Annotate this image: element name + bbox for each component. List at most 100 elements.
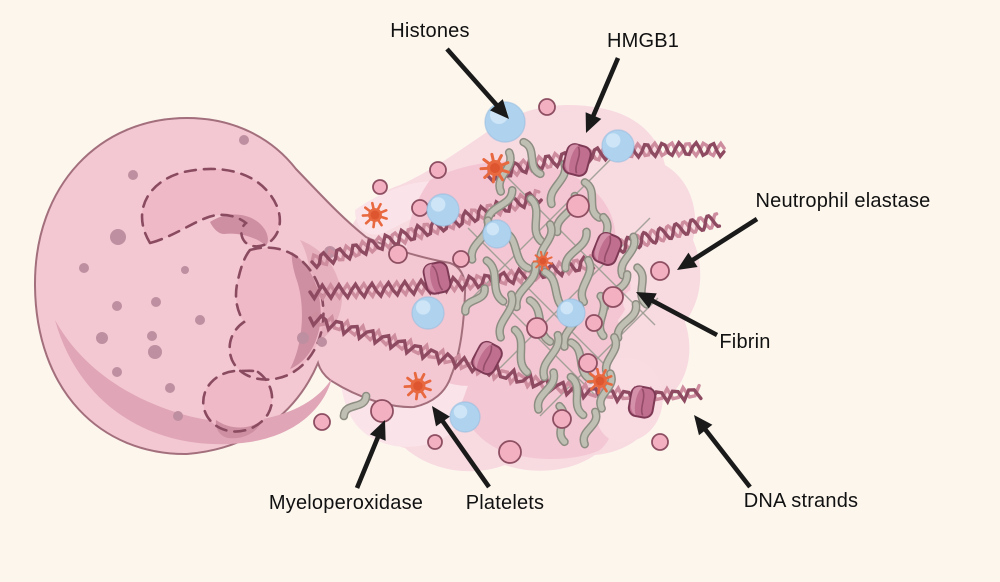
granule: [173, 411, 183, 421]
dna-strand-dark: [308, 254, 596, 302]
fibrin-strand: [561, 227, 591, 273]
nucleus-outline: [140, 167, 282, 248]
hmgb1-groove: [482, 345, 493, 371]
hmgb1-groove: [431, 265, 444, 291]
hmgb1-arrow-shaft: [589, 57, 621, 121]
label-hmgb1: HMGB1: [606, 30, 680, 52]
platelet: [403, 371, 432, 401]
hmgb1-facet: [595, 233, 611, 261]
histone: [482, 219, 512, 249]
enzyme-vesicle: [552, 409, 572, 429]
label-fibrin: Fibrin: [719, 331, 771, 353]
platelet-core: [539, 257, 547, 265]
nucleus-shadow: [290, 252, 321, 369]
enzyme-vesicle: [370, 399, 394, 423]
dna-strand-dark: [486, 139, 726, 184]
fibrin-strand: [579, 407, 601, 449]
granule: [317, 337, 327, 347]
fibrin-strand: [339, 391, 371, 421]
hmgb1-facet: [474, 342, 493, 369]
fibrin-strand-core: [603, 334, 619, 378]
nucleus-shadow: [215, 420, 262, 439]
fibrin-strand-core: [540, 332, 562, 380]
enzyme-vesicle: [427, 434, 443, 450]
dna-strands-group: [308, 139, 726, 406]
histone: [601, 129, 635, 163]
label-neutrophil-elastase: Neutrophil elastase: [755, 190, 931, 212]
myeloperoxidase-arrow-head: [369, 420, 386, 441]
enzyme-vesicle: [585, 314, 603, 332]
enzyme-vesicle: [429, 161, 447, 179]
histone-highlight: [486, 222, 500, 236]
label-platelets: Platelets: [465, 492, 545, 514]
platelet-core: [595, 376, 605, 386]
platelet: [479, 152, 510, 184]
fibrin-strand: [519, 137, 545, 179]
granule: [297, 332, 309, 344]
granule: [147, 331, 157, 341]
granule: [128, 170, 138, 180]
hmgb1-facet: [424, 263, 436, 293]
platelets-arrow-head: [432, 406, 450, 427]
fibrin-arrow-head: [636, 292, 657, 309]
enzyme-vesicle: [578, 353, 598, 373]
neutrophil-cell: [33, 116, 467, 456]
enzyme-vesicle: [566, 194, 590, 218]
mesh-line: [497, 297, 599, 399]
granule: [239, 135, 249, 145]
hmgb1-facet: [565, 144, 579, 173]
histone: [426, 193, 460, 227]
hmgb1-arrow: [585, 57, 621, 133]
enzyme-vesicle: [411, 199, 429, 217]
platelets-arrow: [432, 406, 491, 489]
dna-strands-arrow: [694, 415, 752, 489]
granule: [151, 297, 161, 307]
myeloperoxidase-arrow-shaft: [354, 432, 382, 489]
platelet-core: [490, 163, 500, 173]
hmgb1-molecule: [562, 143, 592, 177]
histone-highlight: [453, 405, 468, 419]
hmgb1-molecule: [627, 385, 657, 419]
fibrin-strand-core: [581, 409, 599, 447]
fibrin-strand-core: [520, 139, 544, 177]
histone: [556, 298, 586, 328]
histone-highlight: [560, 301, 574, 315]
dna-strands-arrow-shaft: [701, 425, 752, 489]
platelet: [532, 250, 553, 272]
nucleus-bottom-lobe: [203, 370, 273, 432]
fibrin-strand: [566, 372, 588, 420]
fibrin-strand-core: [513, 262, 539, 310]
granule: [165, 383, 175, 393]
fibrin-strand-core: [579, 257, 593, 305]
fibrin-strand-core: [568, 374, 586, 418]
fibrin-strand: [539, 330, 563, 382]
histone-highlight: [416, 300, 431, 315]
label-dna-strands: DNA strands: [743, 490, 859, 512]
granule: [112, 367, 122, 377]
fibrin-strand-core: [535, 369, 557, 413]
platelets-arrow-shaft: [438, 416, 491, 489]
granule: [79, 263, 89, 273]
enzyme-vesicle: [526, 317, 548, 339]
platelet-core: [370, 210, 380, 220]
histones-arrow: [445, 47, 509, 119]
fibrin-arrow-shaft: [648, 297, 719, 338]
hmgb1-arrow-head: [585, 112, 602, 133]
fibrin-strand-core: [496, 291, 516, 341]
hmgb1-facet: [630, 386, 643, 416]
fibrin-strand-core: [341, 393, 369, 419]
granule: [148, 345, 162, 359]
platelet-core: [413, 381, 423, 391]
histone-highlight: [431, 197, 446, 212]
platelet: [361, 201, 388, 229]
fibrin-strand-core: [618, 234, 638, 278]
fibrin-strand: [580, 178, 604, 222]
enzyme-vesicle: [313, 413, 331, 431]
histones-arrow-shaft: [445, 47, 501, 110]
hmgb1-molecule: [471, 340, 503, 376]
hmgb1-groove: [575, 146, 581, 174]
histone: [411, 296, 445, 330]
neutrophil-elastase-arrow-shaft: [688, 217, 759, 264]
enzyme-vesicle: [651, 433, 669, 451]
